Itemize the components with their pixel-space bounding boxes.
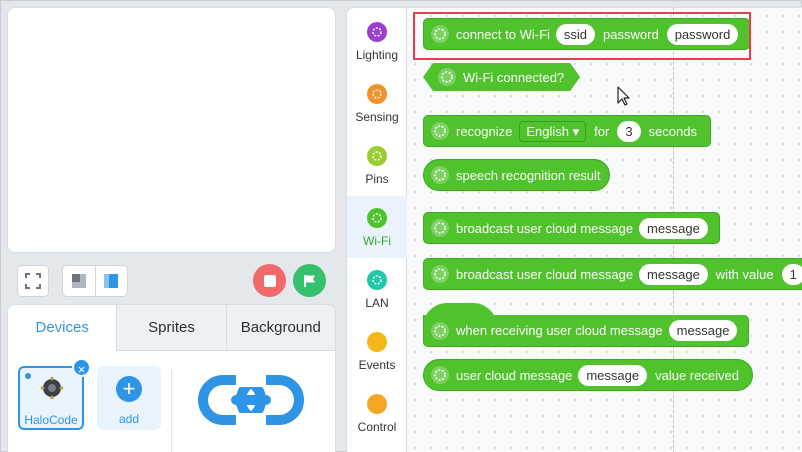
- category-control[interactable]: Control: [347, 386, 407, 446]
- green-flag-button[interactable]: [293, 264, 326, 297]
- halocode-icon: [40, 376, 64, 400]
- block-categories: Lighting Sensing Pins Wi-Fi LAN Events C…: [346, 7, 407, 452]
- message-input[interactable]: message: [578, 364, 648, 386]
- wifi-block-icon: [431, 166, 449, 184]
- tab-devices[interactable]: Devices: [8, 305, 117, 351]
- wifi-block-icon: [431, 25, 449, 43]
- seconds-input[interactable]: 3: [617, 120, 641, 142]
- stop-icon: [263, 274, 276, 287]
- wifi-block-icon: [437, 67, 457, 87]
- fullscreen-button[interactable]: [17, 265, 49, 297]
- tab-background[interactable]: Background: [225, 305, 335, 351]
- sensing-icon: [367, 84, 387, 104]
- wifi-block-icon: [431, 219, 449, 237]
- remove-device-button[interactable]: ×: [72, 358, 91, 377]
- events-icon: [367, 332, 387, 352]
- add-label: add: [118, 412, 140, 426]
- lan-icon: [367, 270, 387, 290]
- category-wifi[interactable]: Wi-Fi: [347, 196, 407, 258]
- wifi-block-icon: [431, 265, 449, 283]
- device-name: HaloCode: [24, 413, 78, 427]
- category-lighting[interactable]: Lighting: [347, 14, 407, 74]
- small-stage-button[interactable]: [63, 266, 95, 296]
- panel-tabs: Devices Sprites Background: [8, 305, 335, 351]
- add-device-button[interactable]: + add: [97, 366, 161, 430]
- category-sensing[interactable]: Sensing: [347, 76, 407, 136]
- tab-sprites[interactable]: Sprites: [116, 305, 226, 351]
- value-input[interactable]: 1: [781, 263, 802, 285]
- small-stage-icon: [71, 274, 86, 288]
- password-input[interactable]: password: [666, 23, 739, 45]
- message-input[interactable]: message: [668, 320, 738, 341]
- control-icon: [367, 394, 387, 414]
- block-speech-result[interactable]: speech recognition result: [423, 159, 610, 191]
- device-card-halocode[interactable]: × HaloCode: [18, 358, 91, 430]
- large-stage-button[interactable]: [94, 266, 128, 296]
- wifi-icon: [367, 208, 387, 228]
- language-dropdown[interactable]: English ▾: [519, 120, 587, 142]
- stage-layout-toggle: [62, 265, 128, 297]
- category-events[interactable]: Events: [347, 324, 407, 384]
- sprites-devices-panel: Devices Sprites Background × HaloCode + …: [7, 304, 336, 452]
- stage-canvas[interactable]: [7, 7, 336, 253]
- wifi-block-icon: [431, 366, 449, 384]
- connection-dot: [25, 373, 31, 379]
- lighting-icon: [367, 22, 387, 42]
- wifi-block-icon: [431, 122, 449, 140]
- panel-divider: [171, 370, 172, 452]
- category-pins[interactable]: Pins: [347, 138, 407, 198]
- wifi-block-icon: [431, 321, 449, 340]
- block-recognize-speech[interactable]: recognize English ▾ for 3 seconds: [423, 115, 711, 147]
- large-stage-icon: [104, 274, 119, 288]
- block-cloud-message-value[interactable]: user cloud message message value receive…: [423, 359, 753, 391]
- stage-toolbar: [7, 263, 336, 299]
- highlight-box: [413, 12, 751, 60]
- mouse-cursor-icon: [617, 86, 630, 106]
- green-flag-icon: [303, 274, 315, 287]
- block-connect-wifi[interactable]: connect to Wi-Fi ssid password password: [423, 18, 751, 50]
- category-lan[interactable]: LAN: [347, 262, 407, 322]
- message-input[interactable]: message: [639, 217, 708, 239]
- block-broadcast-cloud-message[interactable]: broadcast user cloud message message: [423, 212, 720, 244]
- link-logo-icon: [198, 375, 304, 425]
- fullscreen-icon: [25, 273, 41, 289]
- pins-icon: [367, 146, 387, 166]
- plus-icon: +: [116, 376, 142, 402]
- ssid-input[interactable]: ssid: [555, 23, 596, 45]
- block-broadcast-cloud-message-value[interactable]: broadcast user cloud message message wit…: [423, 258, 802, 290]
- block-when-receiving-cloud-message[interactable]: when receiving user cloud message messag…: [423, 315, 750, 347]
- message-input[interactable]: message: [639, 263, 708, 285]
- stop-button[interactable]: [253, 264, 286, 297]
